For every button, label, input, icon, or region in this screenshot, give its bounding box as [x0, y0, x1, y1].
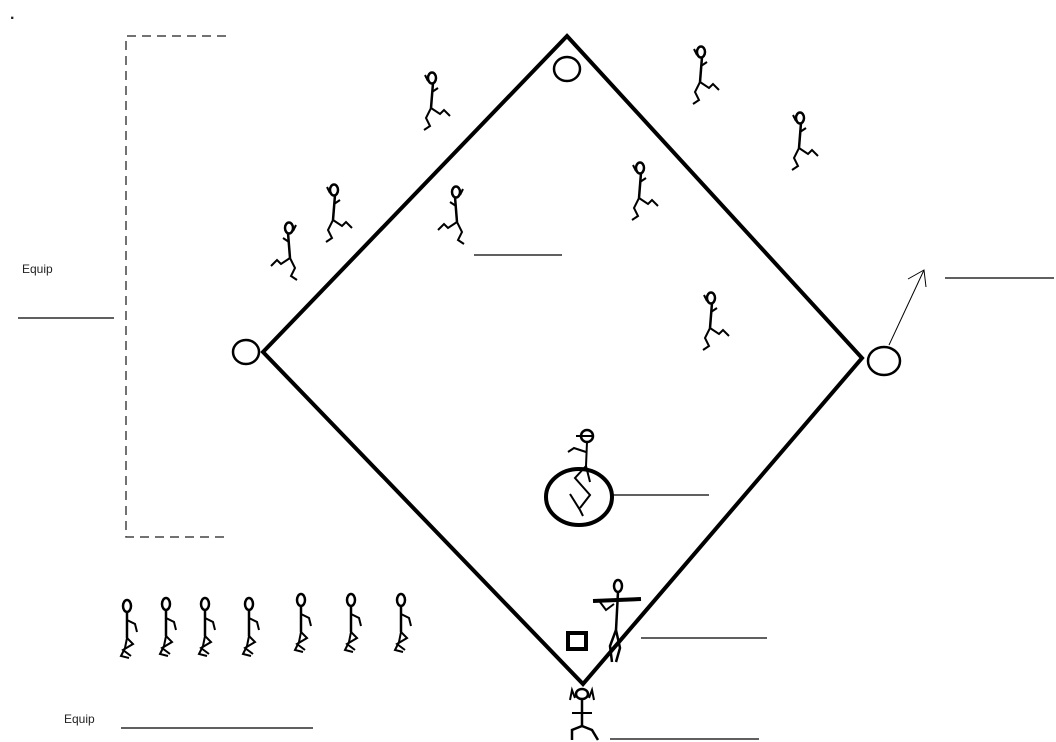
first-base-arrow-icon [889, 270, 926, 345]
waiting-player-figure [121, 600, 137, 658]
home-plate-icon [568, 633, 586, 649]
waiting-player-figure [295, 594, 311, 652]
waiting-player-figure [160, 598, 176, 656]
infield-diamond [263, 36, 862, 684]
waiting-player-figure [345, 594, 361, 652]
second-base-icon [554, 57, 580, 81]
batter-figure [593, 580, 641, 662]
waiting-player-figure [395, 594, 411, 652]
fielder-figure [693, 47, 719, 105]
fielder-figure [632, 163, 658, 221]
pitcher-mound-icon [546, 469, 612, 525]
fielder-figure [792, 113, 818, 171]
catcher-figure [570, 689, 598, 740]
third-base-icon [233, 340, 259, 364]
first-base-icon [868, 347, 900, 375]
fielder-figure [326, 185, 352, 243]
fielder-figure [424, 73, 450, 131]
fielder-figure [271, 223, 297, 281]
waiting-player-figure [243, 598, 259, 656]
fielder-figure [703, 293, 729, 351]
fielder-figure [438, 187, 464, 245]
pitcher-figure [568, 430, 594, 516]
equipment-area-bracket [126, 36, 229, 537]
waiting-player-figure [199, 598, 215, 656]
